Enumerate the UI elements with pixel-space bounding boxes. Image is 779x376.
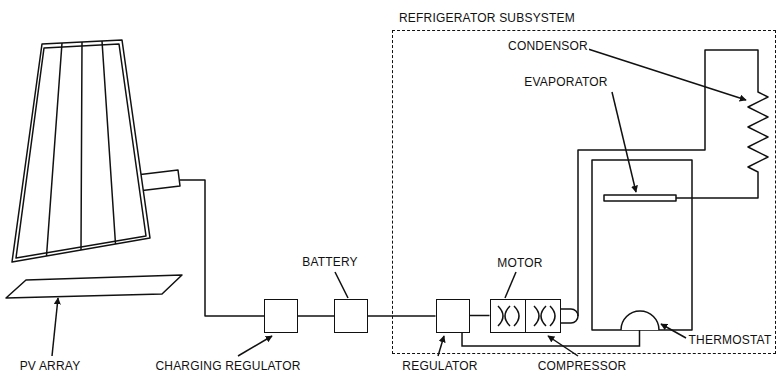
leader-line: [612, 92, 636, 192]
subsystem-heading: REFRIGERATOR SUBSYSTEM: [398, 11, 576, 25]
part-label: MOTOR: [496, 256, 543, 270]
part-label: BATTERY: [301, 255, 359, 269]
battery-box: BATTERY: [334, 299, 368, 333]
wire-connector: [368, 315, 436, 317]
leader-line: [505, 272, 516, 298]
leader-line: [438, 336, 444, 356]
leader-line: [238, 336, 272, 356]
solar-panel: [12, 40, 150, 262]
part-label: PV ARRAY: [19, 359, 82, 373]
evaporator-plate: [604, 195, 676, 201]
wire-connector: [470, 315, 490, 317]
part-label: CONDENSOR: [507, 39, 589, 53]
refrigerant-pipe: [578, 50, 768, 316]
thermostat-outline: [620, 310, 660, 330]
wire-connector: [298, 315, 334, 317]
refrigerator-cabinet: [592, 160, 692, 330]
part-label: THERMOSTAT: [688, 333, 773, 347]
array-base: [6, 275, 182, 298]
leader-line: [52, 298, 58, 356]
compressor-box: COMPRESSOR: [525, 299, 561, 333]
label-anchor: EVAPORATOR: [0, 0, 85, 18]
part-label: EVAPORATOR: [523, 75, 608, 89]
compressor-port: [561, 309, 578, 323]
regulator-box: CHARGING REGULATOR: [264, 299, 298, 333]
part-label: CHARGING REGULATOR: [154, 359, 301, 373]
thermostat-dome: THERMOSTAT: [620, 310, 660, 330]
regulator-box: REGULATOR: [436, 299, 470, 333]
array-wire: [180, 180, 264, 316]
leader-line: [335, 272, 348, 298]
part-label: COMPRESSOR: [537, 359, 628, 373]
label-anchor: CONDENSOR: [0, 0, 82, 18]
motor-box: MOTOR: [490, 299, 526, 333]
part-label: REGULATOR: [401, 359, 478, 373]
compressor-symbol: [534, 306, 555, 326]
thermostat-arc: [621, 311, 659, 330]
panel-cell-lines: [47, 41, 116, 256]
leader-line: [661, 324, 686, 338]
label-anchor: PV ARRAY: [0, 0, 63, 18]
motor-symbol: [498, 306, 519, 326]
